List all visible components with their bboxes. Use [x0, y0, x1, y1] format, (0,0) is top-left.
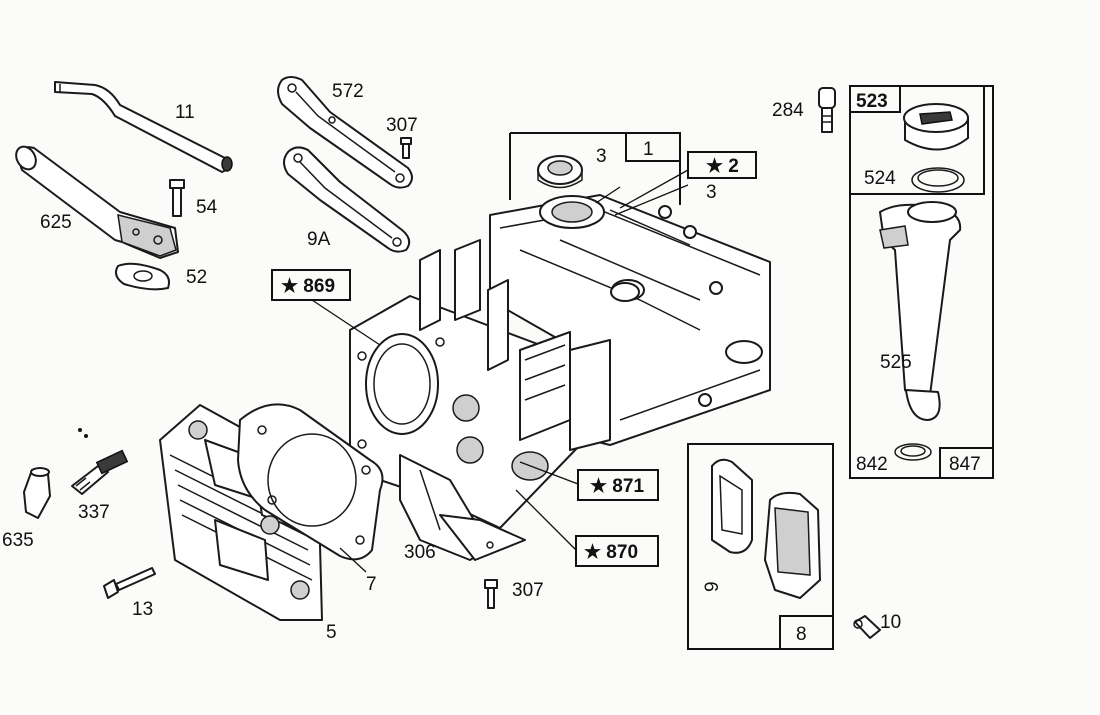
part-11-tube	[54, 81, 233, 173]
part-3-plug	[610, 282, 640, 302]
label-9: 9	[702, 581, 723, 592]
label-337: 337	[78, 502, 110, 523]
part-635-plug-cap	[23, 467, 51, 519]
label-635: 635	[2, 530, 34, 551]
label-9A: 9A	[307, 229, 331, 250]
label-3-side: 3	[706, 182, 717, 203]
label-572: 572	[332, 81, 364, 102]
part-52-gasket	[115, 262, 170, 291]
part-307-bolt-top	[400, 137, 412, 159]
label-525: 525	[880, 352, 912, 373]
label-1: 1	[643, 139, 654, 160]
part-54-bolt	[169, 179, 185, 217]
part-284-breather	[818, 87, 836, 133]
label-869: ★ 869	[281, 276, 335, 297]
label-842: 842	[856, 454, 888, 475]
label-52: 52	[186, 267, 207, 288]
label-307-bottom: 307	[512, 580, 544, 601]
part-10-screw	[853, 615, 881, 639]
part-9A-gasket	[283, 146, 411, 253]
part-307-bolt-bottom	[484, 579, 498, 609]
label-306: 306	[404, 542, 436, 563]
label-7: 7	[366, 574, 377, 595]
label-13: 13	[132, 599, 153, 620]
part-572-gasket	[277, 76, 413, 189]
label-523: 523	[856, 91, 888, 112]
label-524: 524	[864, 168, 896, 189]
label-871: ★ 871	[590, 476, 644, 497]
label-11: 11	[175, 102, 195, 123]
dipstick-box	[849, 85, 994, 479]
leader-lines	[311, 169, 689, 573]
label-284: 284	[772, 100, 804, 121]
breather-box	[687, 443, 834, 650]
label-10: 10	[880, 612, 901, 633]
label-2: ★ 2	[706, 156, 739, 177]
part-337-spark-plug	[71, 428, 129, 495]
label-5: 5	[326, 622, 337, 643]
part-625-handle	[15, 145, 179, 259]
part-7-head-gasket	[237, 403, 384, 561]
part-13-bolt	[103, 567, 156, 599]
part-3-seal	[537, 155, 583, 189]
part-5-cylinder-head	[159, 404, 323, 621]
label-3-top: 3	[596, 146, 607, 167]
label-847: 847	[949, 454, 981, 475]
label-307-top: 307	[386, 115, 418, 136]
label-625: 625	[40, 212, 72, 233]
label-54: 54	[196, 197, 218, 218]
label-870: ★ 870	[584, 542, 638, 563]
label-8: 8	[796, 624, 807, 645]
label-boxes	[271, 85, 901, 567]
